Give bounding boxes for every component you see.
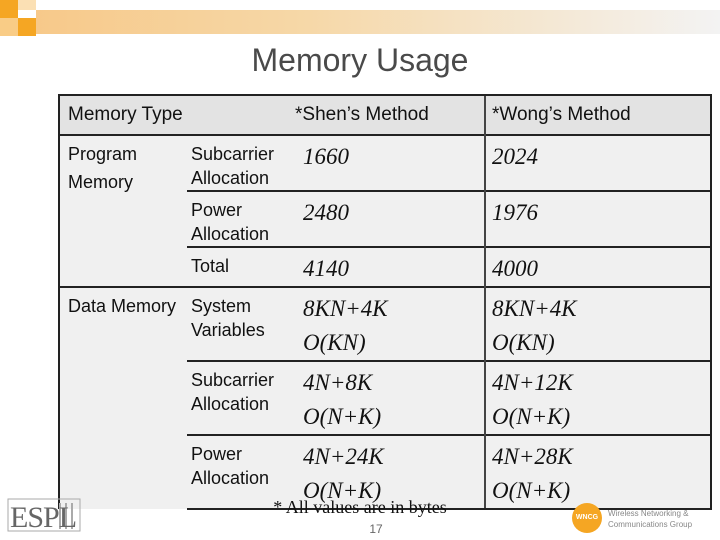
page-number: 17: [369, 522, 383, 536]
shen-value-line: 4N+24K: [303, 444, 384, 469]
row-label: Total: [187, 246, 295, 287]
row-label: System Variables: [187, 286, 295, 361]
wong-value-line: O(N+K): [492, 404, 571, 429]
wong-value-line: 4N+28K: [492, 444, 573, 469]
wncg-logo: WNCG Wireless Networking & Communication…: [572, 503, 718, 537]
table-row: Subcarrier Allocation 4N+8K O(N+K) 4N+12…: [59, 360, 712, 435]
table-row: Power Allocation 2480 1976: [59, 190, 712, 247]
shen-value-line: O(N+K): [303, 478, 382, 503]
wong-value-line: 8KN+4K: [492, 296, 577, 321]
shen-value-line: 8KN+4K: [303, 296, 388, 321]
table-row: Total 4140 4000: [59, 246, 712, 287]
wong-value-line: O(KN): [492, 330, 555, 355]
header-memory-type: Memory Type: [58, 94, 295, 135]
row-label: Power Allocation: [187, 190, 295, 247]
slide-title: Memory Usage: [251, 42, 469, 78]
wong-value: 4N+12K O(N+K): [484, 360, 712, 435]
group-label-data-memory: Data Memory: [58, 286, 187, 509]
shen-value: 4N+24K O(N+K): [295, 434, 485, 510]
shen-value: 4140: [295, 246, 485, 287]
shen-value: 8KN+4K O(KN): [295, 286, 485, 361]
group-label-program-memory: Program Memory: [58, 134, 187, 287]
row-label: Subcarrier Allocation: [187, 134, 295, 191]
row-label: Power Allocation: [187, 434, 295, 510]
row-label: Subcarrier Allocation: [187, 360, 295, 435]
wong-value-line: 4N+12K: [492, 370, 573, 395]
shen-value-line: O(N+K): [303, 404, 382, 429]
header-shen-method: *Shen’s Method: [295, 94, 485, 135]
shen-value: 4N+8K O(N+K): [295, 360, 485, 435]
shen-value-line: O(KN): [303, 330, 366, 355]
wong-value: 4000: [484, 246, 712, 287]
header-wong-method: *Wong’s Method: [484, 94, 712, 135]
wncg-line-2: Communications Group: [608, 520, 693, 529]
memory-usage-table: Memory Type *Shen’s Method *Wong’s Metho…: [58, 94, 712, 510]
espl-logo: ESPL: [6, 497, 84, 535]
wong-value: 2024: [484, 134, 712, 191]
wong-value: 8KN+4K O(KN): [484, 286, 712, 361]
wncg-badge: WNCG: [572, 503, 602, 533]
wong-value-line: O(N+K): [492, 478, 571, 503]
shen-value: 2480: [295, 190, 485, 247]
footnote: * All values are in bytes: [273, 497, 447, 517]
wong-value: 4N+28K O(N+K): [484, 434, 712, 510]
espl-logo-text: ESPL: [10, 501, 77, 534]
shen-value: 1660: [295, 134, 485, 191]
shen-value-line: 4N+8K: [303, 370, 373, 395]
table-row: Program Memory Subcarrier Allocation 166…: [58, 134, 712, 287]
wncg-line-1: Wireless Networking &: [608, 509, 689, 518]
table-row: Power Allocation 4N+24K O(N+K) 4N+28K O(…: [59, 434, 712, 510]
wong-value: 1976: [484, 190, 712, 247]
table-row: Data Memory System Variables 8KN+4K O(KN…: [58, 286, 712, 509]
